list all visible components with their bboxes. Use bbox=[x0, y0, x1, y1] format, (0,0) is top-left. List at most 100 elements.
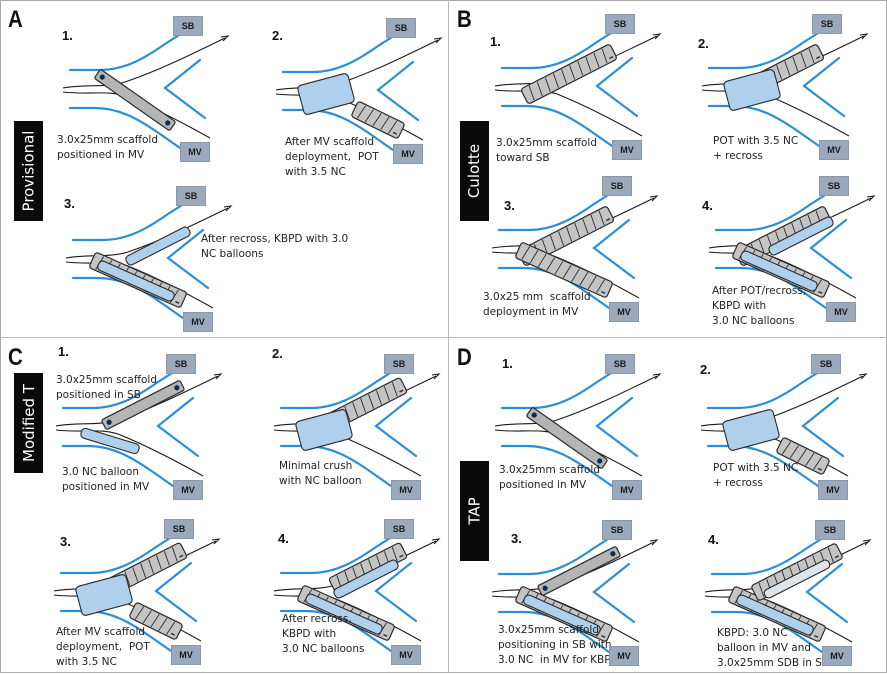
vessel-wall-top bbox=[281, 30, 402, 74]
scaffold-strut bbox=[536, 81, 543, 97]
vessel-wall-bottom bbox=[500, 104, 614, 148]
technique-label: Modified T bbox=[14, 373, 43, 473]
panel-letter: A bbox=[8, 6, 23, 33]
scaffold-strut bbox=[561, 69, 567, 84]
step-diagram-3 bbox=[53, 531, 221, 653]
scaffold-marker bbox=[818, 290, 823, 294]
scaffold-strut bbox=[521, 246, 531, 260]
sb-scaffold bbox=[521, 44, 617, 104]
step-number: 2. bbox=[272, 28, 283, 43]
scaffold-strut bbox=[800, 52, 807, 68]
main-vessel-label: MV bbox=[171, 645, 201, 665]
scaffold-strut bbox=[148, 559, 155, 574]
scaffold-strut bbox=[590, 214, 597, 230]
main-vessel-label: MV bbox=[819, 140, 849, 160]
diagram-canvas bbox=[62, 28, 443, 320]
scaffold-strut bbox=[579, 272, 589, 286]
step-caption-secondary: 3.0 NC balloon positioned in MV bbox=[62, 466, 150, 493]
step-diagram-1 bbox=[494, 26, 662, 148]
vertical-divider bbox=[448, 0, 449, 673]
pot-balloon-3-5nc bbox=[723, 69, 781, 111]
scaffold-strut bbox=[582, 218, 589, 234]
radiopaque-marker-icon bbox=[542, 585, 548, 591]
scaffold-strut bbox=[383, 386, 390, 401]
scaffold-strut bbox=[352, 402, 359, 417]
step-caption: 3.0x25mm scaffold positioned in MV bbox=[499, 464, 600, 491]
side-branch-label: SB bbox=[605, 354, 635, 374]
side-branch-label: SB bbox=[384, 354, 414, 374]
panel-tap: D TAP 1.3.0x25mm scaffold positioned in … bbox=[449, 338, 887, 675]
step-caption: After recross, KBPD with 3.0 NC balloons bbox=[201, 233, 349, 260]
sb-kissing-balloon bbox=[768, 216, 834, 256]
scaffold-marker bbox=[399, 389, 404, 393]
step-diagram-2 bbox=[701, 26, 869, 148]
scaffold-strut bbox=[360, 398, 367, 413]
vessel-wall-top bbox=[71, 198, 192, 242]
pot-balloon-3-5nc bbox=[297, 73, 355, 115]
sb-guidewire bbox=[62, 37, 226, 89]
vessel-carina bbox=[802, 56, 846, 118]
vessel-wall-top bbox=[61, 366, 182, 410]
radiopaque-marker-icon bbox=[610, 551, 616, 557]
scaffold-strut bbox=[546, 257, 555, 271]
step-number: 3. bbox=[511, 531, 522, 546]
side-branch-label: SB bbox=[605, 14, 635, 34]
vessel-carina bbox=[595, 56, 639, 118]
side-branch-label: SB bbox=[815, 520, 845, 540]
step-caption: 3.0x25mm scaffold toward SB bbox=[496, 137, 597, 164]
scaffold-marker bbox=[606, 218, 611, 222]
guidewire-tip-icon bbox=[223, 205, 233, 212]
step-number: 3. bbox=[504, 198, 515, 213]
panel-modified-t: C Modified T 1.3.0x25mm scaffold positio… bbox=[0, 338, 448, 675]
main-vessel-label: MV bbox=[609, 646, 639, 666]
guidewire-tip-icon bbox=[431, 373, 441, 380]
step-caption: After POT/recross, KBPD with 3.0 NC ball… bbox=[712, 285, 807, 327]
sb-kissing-balloon bbox=[763, 559, 831, 599]
step-number: 1. bbox=[62, 28, 73, 43]
step-diagram-2 bbox=[700, 366, 868, 488]
scaffold-strut bbox=[544, 77, 551, 93]
mv-nc-balloon bbox=[80, 427, 140, 455]
scaffold-strut bbox=[368, 394, 375, 409]
step-number: 2. bbox=[700, 362, 711, 377]
side-branch-label: SB bbox=[173, 16, 203, 36]
scaffold-strut bbox=[571, 268, 580, 282]
scaffold-strut bbox=[134, 606, 145, 620]
mv-kissing-balloon bbox=[97, 260, 175, 302]
step-number: 4. bbox=[702, 198, 713, 213]
vessel-carina bbox=[805, 562, 849, 624]
scaffold-strut bbox=[554, 261, 564, 275]
scaffold-marker bbox=[392, 131, 398, 135]
scaffold-strut bbox=[553, 73, 559, 88]
scaffold-strut bbox=[364, 109, 374, 123]
pot-balloon-3-5nc bbox=[75, 574, 133, 616]
scaffold-marker bbox=[179, 554, 184, 558]
scaffold-strut bbox=[376, 390, 382, 405]
side-branch-label: SB bbox=[819, 176, 849, 196]
horizontal-divider bbox=[0, 337, 887, 338]
technique-label: Provisional bbox=[14, 121, 43, 221]
scaffold-strut bbox=[797, 449, 807, 463]
scaffold-strut bbox=[537, 253, 547, 268]
vessel-carina bbox=[376, 60, 420, 122]
technique-label: Culotte bbox=[460, 121, 489, 221]
scaffold-strut bbox=[598, 210, 605, 226]
vessel-wall-top bbox=[707, 26, 828, 70]
scaffold-strut bbox=[388, 120, 398, 134]
step-caption: KBPD: 3.0 NC balloon in MV and 3.0x25mm … bbox=[717, 627, 829, 669]
step-caption: After MV scaffold deployment, POT with 3… bbox=[285, 136, 379, 178]
scaffold-marker bbox=[609, 56, 614, 60]
main-vessel-label: MV bbox=[393, 144, 423, 164]
main-vessel-label: MV bbox=[826, 302, 856, 322]
guidewire-tip-icon bbox=[431, 538, 441, 545]
step-number: 1. bbox=[490, 34, 501, 49]
radiopaque-marker-icon bbox=[531, 412, 537, 418]
scaffold-strut bbox=[781, 441, 792, 455]
main-vessel-label: MV bbox=[391, 645, 421, 665]
step-caption: After recross, KBPD with 3.0 NC balloons bbox=[282, 613, 365, 655]
main-vessel-label: MV bbox=[612, 480, 642, 500]
scaffold-strut bbox=[124, 571, 131, 586]
scaffold-body bbox=[537, 546, 621, 596]
vessel-wall-top bbox=[497, 532, 618, 576]
vessel-wall-top bbox=[497, 188, 618, 232]
